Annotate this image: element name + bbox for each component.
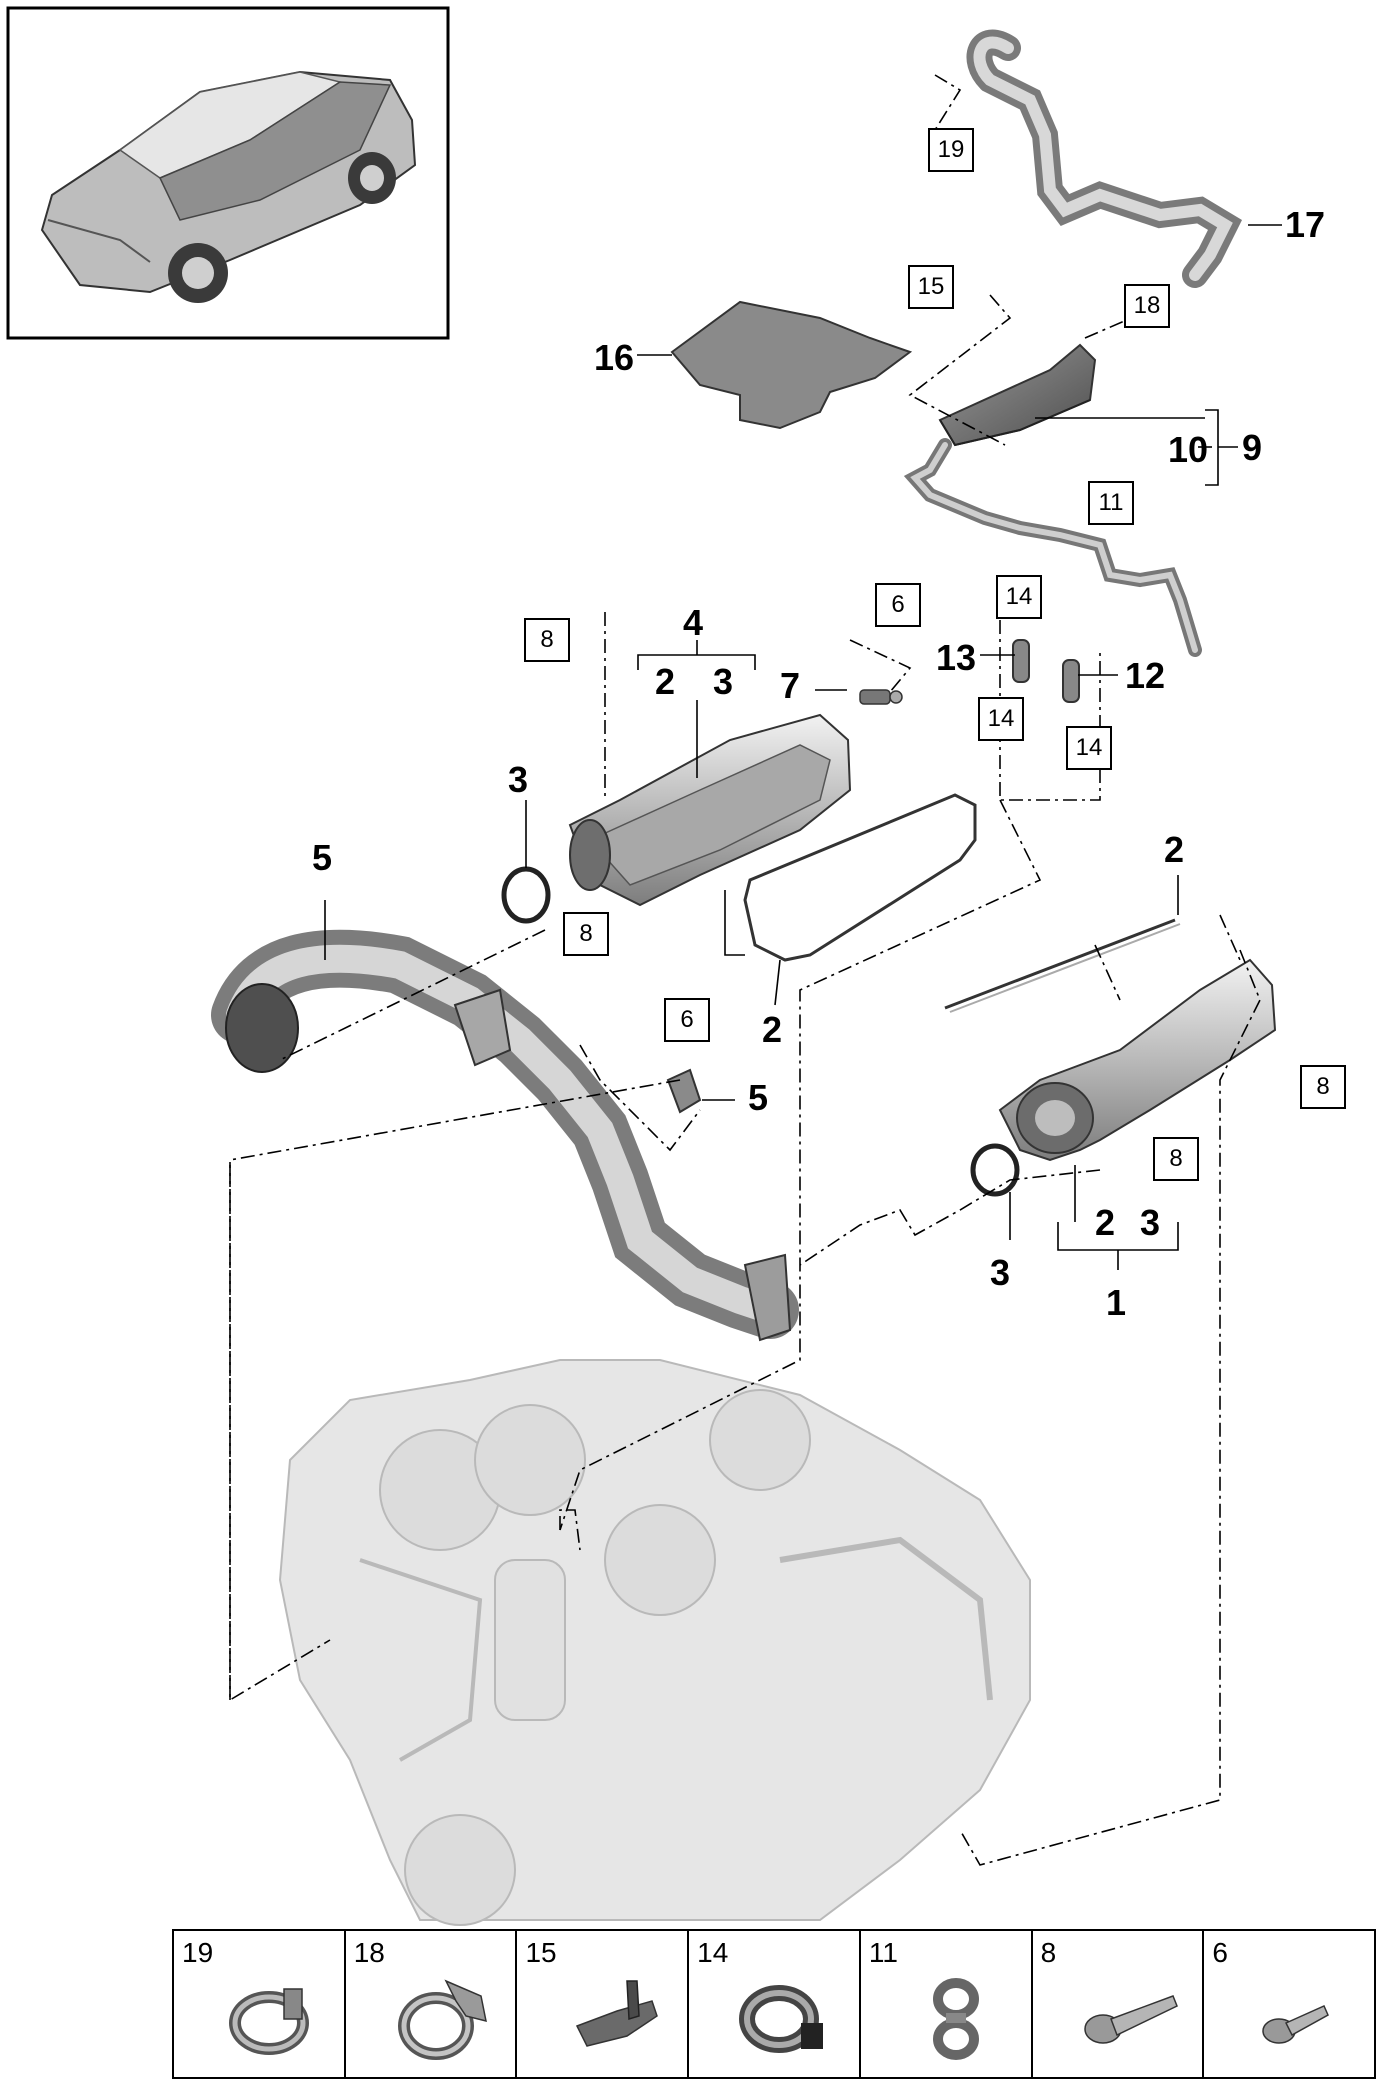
callout-2-gasket-left: 2 (762, 1009, 783, 1050)
callout-9: 5 (312, 837, 333, 878)
o-ring-left (501, 866, 551, 924)
callout-16: 16 (594, 337, 635, 378)
callout-7: 7 (780, 665, 801, 706)
legend-num-15: 15 (525, 1937, 557, 1968)
hose-clamp-icon (229, 1988, 309, 2055)
legend-cell-18: 18 (346, 1931, 518, 2077)
legend-num-11: 11 (868, 1937, 898, 1968)
legend-cell-14: 14 (689, 1931, 861, 2077)
box-15: 15 (908, 265, 954, 309)
callout-3-lower-right: 3 (1140, 1202, 1161, 1243)
legend-num-19: 19 (182, 1937, 214, 1968)
legend-cell-19: 19 (174, 1931, 346, 2077)
box-18: 18 (1124, 284, 1170, 328)
box-19: 19 (928, 128, 974, 172)
sensor-7 (859, 689, 903, 705)
callout-3-o-ring-left: 3 (508, 759, 529, 800)
intake-manifold-left (568, 713, 852, 907)
callout-3-upper-left: 3 (713, 661, 734, 702)
callout-2-right-strip: 2 (1164, 829, 1185, 870)
short-screw-icon (1262, 2005, 1330, 2044)
gasket-strip-right (944, 918, 1176, 1010)
callout-11: 10 (1168, 429, 1209, 470)
box-14-left: 14 (978, 697, 1024, 741)
box-8-left: 8 (563, 912, 609, 956)
parts-legend: 19 18 15 14 (172, 1929, 1376, 2079)
box-14-top: 14 (996, 575, 1042, 619)
box-8-right-middle: 8 (1153, 1137, 1199, 1181)
manifold-gasket-left (743, 793, 977, 962)
breather-pipe-upper (966, 29, 1243, 288)
legend-num-8: 8 (1040, 1937, 1057, 1968)
solid-leaders (324, 224, 1282, 1270)
legend-cell-11: 11 (861, 1931, 1033, 2077)
callout-13: 13 (936, 637, 977, 678)
double-clip-icon (932, 1978, 979, 2060)
cable-holder-icon (576, 1980, 659, 2047)
callout-17: 17 (1285, 204, 1326, 245)
engine-block (278, 1359, 1031, 1926)
suv-car-icon (40, 70, 417, 303)
o-ring-right (970, 1143, 1020, 1197)
callout-1: 1 (1106, 1282, 1127, 1323)
legend-cell-15: 15 (517, 1931, 690, 2077)
intake-manifold-right (998, 958, 1277, 1162)
hose-band-clamp-icon (739, 1985, 824, 2053)
box-8-upper: 8 (524, 618, 570, 662)
legend-cell-8: 8 (1033, 1931, 1205, 2077)
oil-separator (938, 343, 1097, 447)
box-6-top: 6 (875, 583, 921, 627)
box-14-right: 14 (1066, 726, 1112, 770)
flange-bolt-icon (1083, 1995, 1178, 2044)
callout-2-lower-right: 2 (1095, 1202, 1116, 1243)
hose-piece-12 (1062, 659, 1080, 703)
box-8-right-edge: 8 (1300, 1065, 1346, 1109)
callout-2-upper-left: 2 (655, 661, 676, 702)
callout-10: 9 (1242, 427, 1263, 468)
spring-clamp-icon (397, 1979, 487, 2060)
breather-hose (903, 438, 1202, 657)
legend-cell-6: 6 (1204, 1931, 1374, 2077)
legend-num-18: 18 (353, 1937, 385, 1968)
hose-piece-13 (1012, 639, 1030, 683)
callout-5-number: 5 (748, 1077, 769, 1118)
legend-num-6: 6 (1212, 1937, 1228, 1968)
callout-4: 4 (683, 602, 704, 643)
box-6-middle: 6 (664, 998, 710, 1042)
callout-3-o-ring-right: 3 (990, 1252, 1011, 1293)
box-11: 11 (1088, 481, 1134, 525)
legend-num-14: 14 (697, 1937, 729, 1968)
callout-12: 12 (1125, 655, 1166, 696)
bracket-5 (666, 1068, 702, 1114)
heat-shield (670, 300, 913, 430)
